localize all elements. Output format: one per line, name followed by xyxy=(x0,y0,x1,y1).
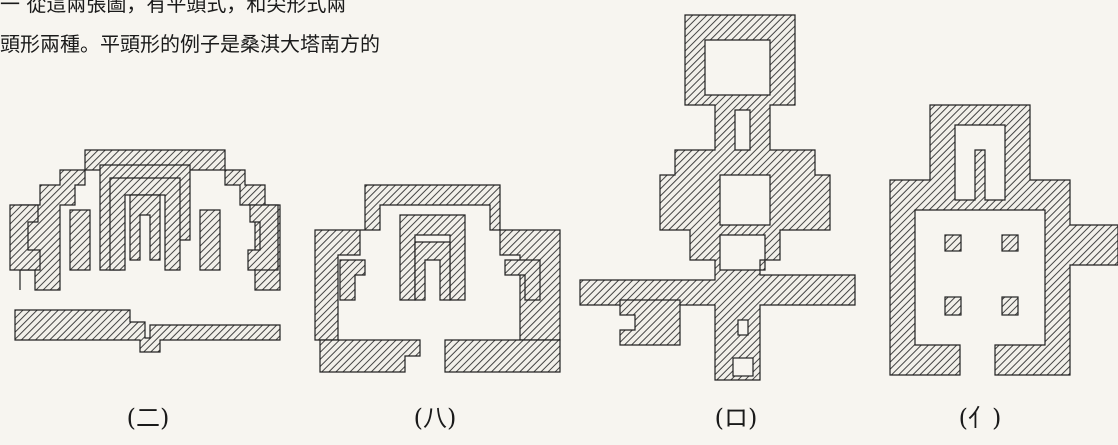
floor-plan-pillared-hall-icon xyxy=(889,104,1118,376)
floor-plan-flat-head-icon xyxy=(314,184,561,373)
figure-caption-4: (亻) xyxy=(958,404,1002,432)
body-text: 一 從這兩張圖，有平頭式，和尖形式兩 頭形兩種。平頭形的例子是桑淇大塔南方的 xyxy=(0,0,560,64)
text-line-1: 一 從這兩張圖，有平頭式，和尖形式兩 xyxy=(0,0,347,16)
figure-caption-1: (二) xyxy=(126,404,170,432)
figure-caption-2: (八) xyxy=(413,404,457,432)
figure-caption-3: (ロ) xyxy=(714,404,758,432)
text-line-2: 頭形兩種。平頭形的例子是桑淇大塔南方的 xyxy=(0,32,380,56)
floor-plan-cross-corridor-icon xyxy=(579,14,856,381)
floor-plan-stepped-icon xyxy=(9,149,281,353)
